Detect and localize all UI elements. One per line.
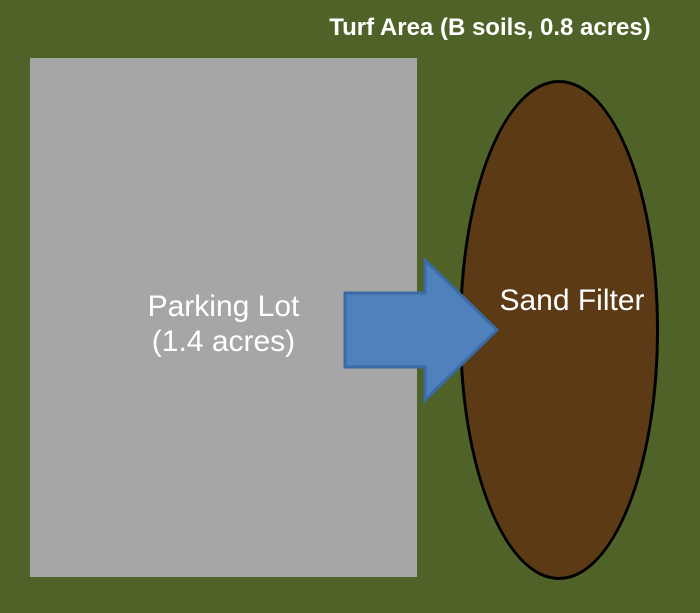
right-arrow-icon (343, 258, 500, 403)
parking-lot-label: Parking Lot (1.4 acres) (30, 289, 417, 359)
parking-lot-label-line1: Parking Lot (147, 290, 300, 323)
turf-area-title: Turf Area (B soils, 0.8 acres) (329, 14, 651, 41)
right-arrow-polygon (343, 258, 500, 403)
sand-filter-label: Sand Filter (499, 284, 645, 317)
parking-lot-label-line2: (1.4 acres) (151, 325, 296, 358)
